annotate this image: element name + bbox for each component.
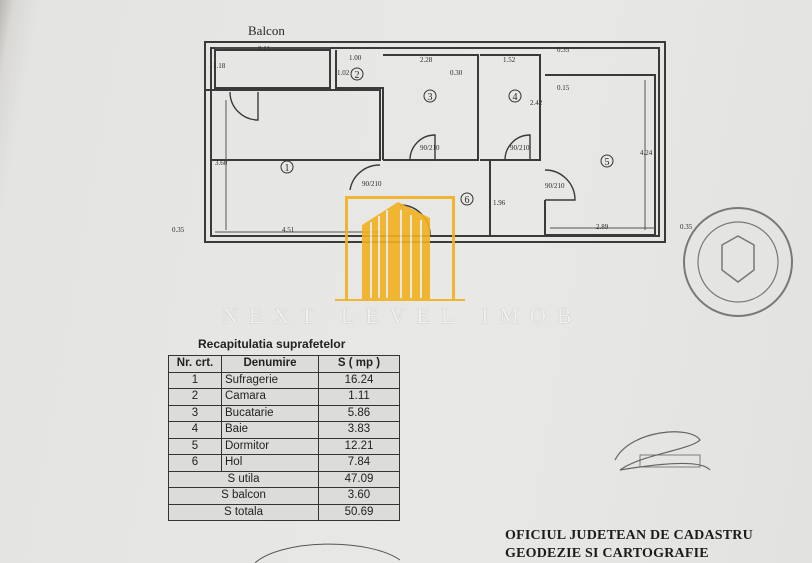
cell-name: Sufragerie bbox=[221, 371, 319, 389]
door-label: 90/210 bbox=[510, 144, 530, 152]
cell-area: 16.24 bbox=[318, 371, 400, 389]
dim: 0.35 bbox=[557, 46, 570, 54]
cell-name: Camara bbox=[221, 388, 319, 406]
header-nr: Nr. crt. bbox=[168, 355, 222, 373]
table-header: Nr. crt. Denumire S ( mp ) bbox=[168, 355, 400, 373]
room-number: 3 bbox=[428, 92, 433, 103]
cell-name: Dormitor bbox=[221, 437, 319, 455]
dim: 1.18 bbox=[213, 62, 226, 70]
total-label: S totala bbox=[168, 503, 319, 521]
watermark-text: NEXT LEVEL IMOB bbox=[222, 303, 583, 328]
table-caption: Recapitulatia suprafetelor bbox=[198, 337, 346, 351]
cell-nr: 1 bbox=[168, 371, 222, 389]
signature bbox=[614, 431, 711, 471]
dim: 0.15 bbox=[557, 84, 570, 92]
total-area: 47.09 bbox=[318, 470, 400, 488]
dim: 2.89 bbox=[596, 223, 609, 231]
dimension-lines bbox=[215, 47, 655, 233]
total-label: S utila bbox=[168, 470, 319, 488]
cell-name: Hol bbox=[221, 454, 319, 472]
doors bbox=[229, 91, 576, 236]
brand-logo bbox=[335, 196, 465, 301]
dim: 0.30 bbox=[450, 69, 463, 77]
door-label: 90/210 bbox=[545, 182, 565, 190]
official-stamp bbox=[683, 207, 793, 317]
room-number: 5 bbox=[605, 157, 610, 168]
footer-line-1: OFICIUL JUDETEAN DE CADASTRU bbox=[505, 528, 753, 543]
dim: 1.00 bbox=[349, 54, 362, 62]
room-number: 1 bbox=[285, 163, 290, 174]
dim: 4.24 bbox=[640, 149, 653, 157]
dim: 0.35 bbox=[680, 223, 693, 231]
cell-nr: 6 bbox=[168, 454, 222, 472]
cell-area: 1.11 bbox=[318, 388, 400, 406]
cell-name: Baie bbox=[221, 421, 319, 439]
header-area: S ( mp ) bbox=[318, 355, 400, 373]
door-label: 90/210 bbox=[362, 180, 382, 188]
cell-area: 3.83 bbox=[318, 421, 400, 439]
cell-area: 7.84 bbox=[318, 454, 400, 472]
cell-area: 5.86 bbox=[318, 404, 400, 422]
dim: 2.42 bbox=[530, 99, 543, 107]
dim: 1.96 bbox=[493, 199, 506, 207]
dim: 4.51 bbox=[282, 226, 295, 234]
cell-nr: 2 bbox=[168, 388, 222, 406]
bottom-stamp-edge bbox=[254, 543, 401, 563]
dim: 1.02 bbox=[337, 69, 350, 77]
walls bbox=[204, 41, 666, 243]
total-area: 3.60 bbox=[318, 487, 400, 505]
cell-name: Bucatarie bbox=[221, 404, 319, 422]
total-area: 50.69 bbox=[318, 503, 400, 521]
room-number: 2 bbox=[355, 70, 360, 81]
footer-line-2: GEODEZIE SI CARTOGRAFIE bbox=[505, 546, 709, 561]
room-number: 6 bbox=[465, 195, 470, 206]
door-label: 90/210 bbox=[420, 144, 440, 152]
dim: 1.52 bbox=[503, 56, 516, 64]
cell-area: 12.21 bbox=[318, 437, 400, 455]
dim: 3.11 bbox=[258, 45, 270, 53]
total-label: S balcon bbox=[168, 487, 319, 505]
dim: 3.60 bbox=[215, 159, 228, 167]
header-name: Denumire bbox=[221, 355, 319, 373]
room-number: 4 bbox=[513, 92, 518, 103]
cell-nr: 5 bbox=[168, 437, 222, 455]
cell-nr: 4 bbox=[168, 421, 222, 439]
cell-nr: 3 bbox=[168, 404, 222, 422]
balcony-label: Balcon bbox=[248, 23, 285, 38]
dim: 2.28 bbox=[420, 56, 433, 64]
dim: 0.35 bbox=[172, 226, 185, 234]
